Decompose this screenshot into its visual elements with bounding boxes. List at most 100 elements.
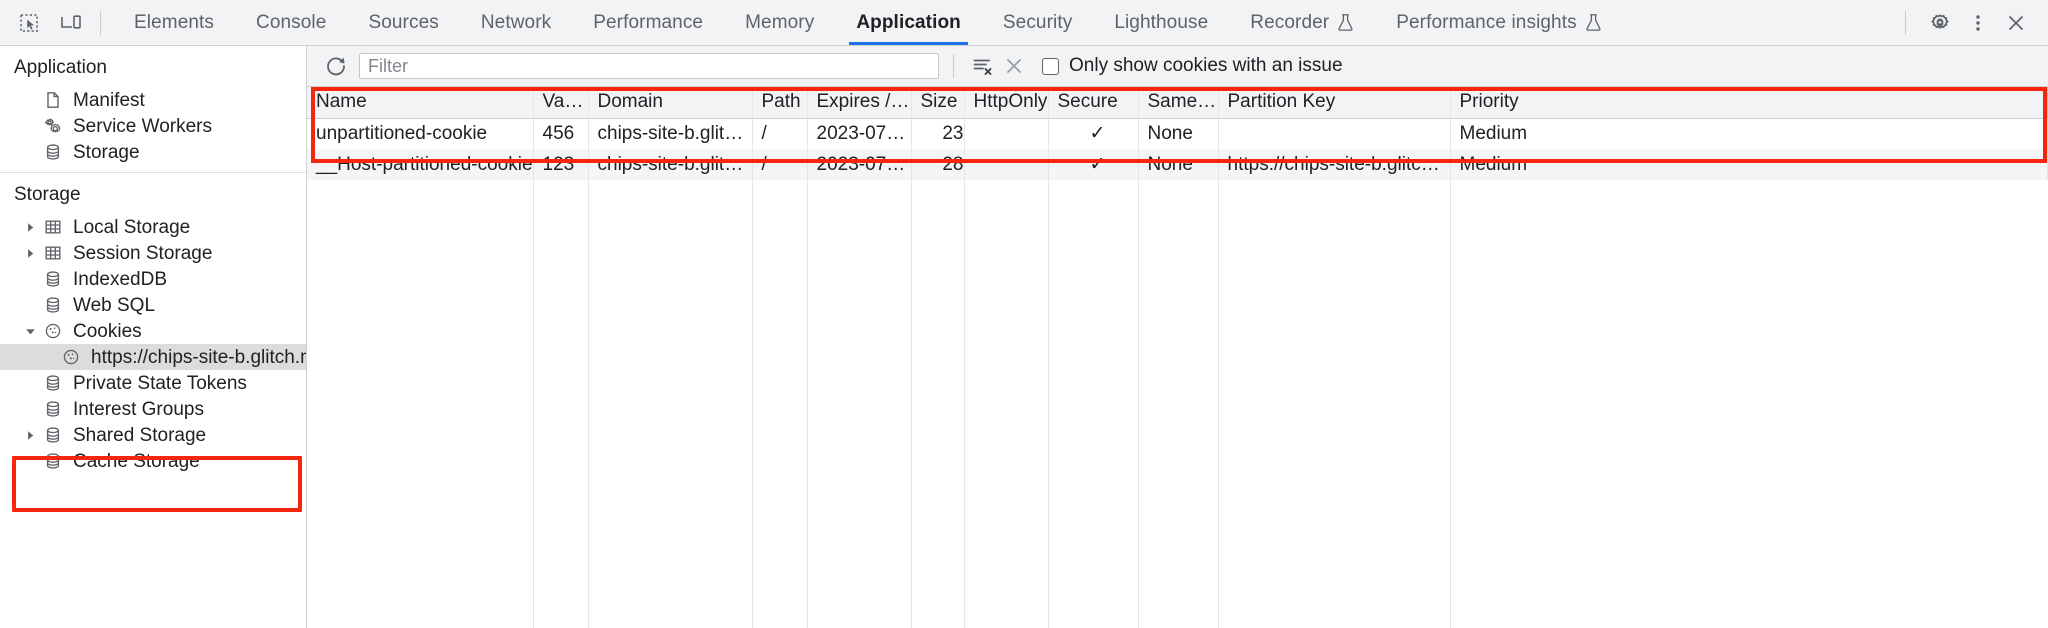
column-header-path[interactable]: Path [752,87,808,119]
sidebar-section-title: Application [14,57,107,78]
tab-label: Security [1002,11,1073,33]
chevron-down-icon[interactable] [22,326,38,337]
tab-performance-insights[interactable]: Performance insights [1375,0,1622,45]
sidebar-item-interest-groups[interactable]: Interest Groups [0,396,306,422]
experimental-flask-icon [1585,13,1602,32]
sidebar-item-storage[interactable]: Storage [0,139,306,165]
sidebar-divider [0,172,306,173]
cookies-filter-bar: Only show cookies with an issue [307,46,2048,87]
close-icon[interactable] [1998,5,2034,41]
sidebar-item-session-storage[interactable]: Session Storage [0,240,306,266]
cookies-main-pane: Only show cookies with an issue NameValu… [307,46,2048,628]
more-options-icon[interactable] [1960,5,1996,41]
tab-sources[interactable]: Sources [347,0,459,45]
sidebar-item-web-sql[interactable]: Web SQL [0,292,306,318]
checkbox-label: Only show cookies with an issue [1069,55,1343,76]
column-header-samesite[interactable]: SameSite [1138,87,1219,119]
chevron-right-icon[interactable] [22,222,38,233]
tab-application[interactable]: Application [835,0,982,45]
database-icon [40,269,66,289]
chevron-right-icon[interactable] [22,430,38,441]
cell-partition-key [1218,118,1451,149]
sidebar-item-label: Interest Groups [73,398,204,420]
filter-divider [953,54,954,78]
inspect-element-icon[interactable] [12,6,46,40]
checkbox-box[interactable] [1042,57,1059,75]
sidebar-item-local-storage[interactable]: Local Storage [0,214,306,240]
cell-priority: Medium [1450,118,2048,149]
sidebar-item-indexeddb[interactable]: IndexedDB [0,266,306,292]
tab-network[interactable]: Network [460,0,572,45]
column-header-priority[interactable]: Priority [1450,87,2048,119]
service-workers-gears-icon [40,116,66,136]
cell-priority: Medium [1450,149,2048,180]
sidebar-item-https-chips-site-b-glitch-me[interactable]: https://chips-site-b.glitch.me [0,344,306,370]
sidebar-item-label: Local Storage [73,216,191,238]
sidebar-item-shared-storage[interactable]: Shared Storage [0,422,306,448]
sidebar-item-label: IndexedDB [73,268,168,290]
sidebar-item-private-state-tokens[interactable]: Private State Tokens [0,370,306,396]
tab-recorder[interactable]: Recorder [1229,0,1375,45]
tab-lighthouse[interactable]: Lighthouse [1093,0,1229,45]
tab-security[interactable]: Security [982,0,1093,45]
table-grid-icon [40,217,66,237]
filter-input[interactable] [359,53,939,79]
sidebar-item-label: Cache Storage [73,450,200,472]
clear-filters-icon[interactable] [966,50,998,82]
cell-path: / [752,118,808,149]
sidebar-item-cache-storage[interactable]: Cache Storage [0,448,306,474]
cell-secure: ✓ [1048,118,1139,149]
column-header-value[interactable]: Value [533,87,589,119]
column-header-size[interactable]: Size [911,87,965,119]
column-header-partition-key[interactable]: Partition Key [1218,87,1451,119]
cell-httponly [964,118,1049,149]
settings-gear-icon[interactable] [1922,5,1958,41]
database-icon [40,373,66,393]
sidebar-item-cookies[interactable]: Cookies [0,318,306,344]
refresh-icon[interactable] [321,51,351,81]
cell-samesite: None [1138,149,1219,180]
sidebar-item-service-workers[interactable]: Service Workers [0,113,306,139]
tab-performance[interactable]: Performance [572,0,724,45]
sidebar-item-label: https://chips-site-b.glitch.me [91,346,307,368]
tab-label: Lighthouse [1114,11,1209,33]
cell-httponly [964,149,1049,180]
column-header-name[interactable]: Name [307,87,534,119]
column-header-domain[interactable]: Domain [588,87,753,119]
tab-label: Memory [745,11,815,33]
only-show-issues-checkbox[interactable]: Only show cookies with an issue [1042,55,1343,77]
chevron-right-icon[interactable] [22,248,38,259]
cell-value: 123 [533,149,589,180]
tab-label: Recorder [1250,11,1330,33]
sidebar-item-label: Manifest [73,89,145,111]
device-toolbar-icon[interactable] [54,6,88,40]
sidebar-item-label: Storage [73,141,140,163]
column-header-expires-m[interactable]: Expires / M… [807,87,912,119]
cell-secure: ✓ [1048,149,1139,180]
tab-label: Network [480,11,552,33]
tabbar-right-icons [1899,0,2048,45]
column-header-httponly[interactable]: HttpOnly [964,87,1049,119]
tab-memory[interactable]: Memory [724,0,835,45]
column-header-secure[interactable]: Secure [1048,87,1139,119]
tab-elements[interactable]: Elements [113,0,235,45]
database-icon [40,451,66,471]
experimental-flask-icon [1337,13,1354,32]
sidebar-section-title: Storage [14,184,81,205]
tab-console[interactable]: Console [235,0,347,45]
sidebar-item-manifest[interactable]: Manifest [0,87,306,113]
clear-all-close-icon[interactable] [998,50,1030,82]
tabbar-divider [100,10,101,35]
database-icon [40,399,66,419]
tab-label: Sources [368,11,439,33]
